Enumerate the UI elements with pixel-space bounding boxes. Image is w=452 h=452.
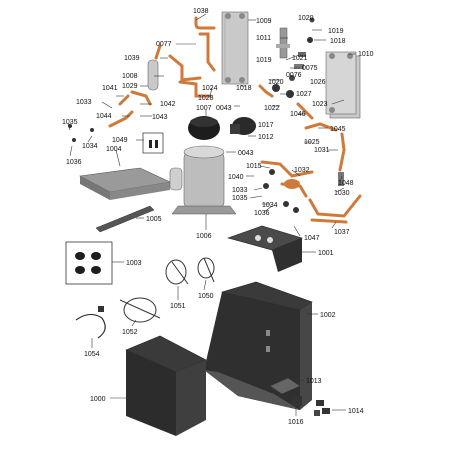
label-1035b: 1035 [232,195,248,202]
label-1022: 1022 [264,105,280,112]
label-1042: 1042 [160,101,176,108]
part-1016-bracket [292,396,302,406]
label-1004: 1004 [106,146,122,153]
label-1033a: 1033 [76,99,92,106]
label-1054: 1054 [84,351,100,358]
label-1032: 1032 [294,167,310,174]
label-1025: 1025 [304,139,320,146]
label-1036b: 1036 [254,210,270,217]
label-1041: 1041 [102,85,118,92]
part-1009-heat-exchanger [221,11,249,85]
part-1003-feet-box [65,241,113,285]
label-1007: 1007 [196,105,212,112]
label-1035a: 1035 [62,119,78,126]
label-0075: 0075 [302,65,318,72]
label-1040: 1040 [228,174,244,181]
label-1034a: 1034 [82,143,98,150]
cables [75,257,215,339]
label-1020: 1020 [298,15,314,22]
label-1000: 1000 [90,396,106,403]
label-1012: 1012 [258,134,274,141]
copper-pipes-top [108,16,346,172]
label-1052: 1052 [122,329,138,336]
label-1047: 1047 [304,235,320,242]
label-1039: 1039 [124,55,140,62]
label-1043: 1043 [152,114,168,121]
part-1005-strip [95,205,155,233]
part-1037-pipe [308,194,362,224]
label-1008: 1008 [122,73,138,80]
label-1026: 1026 [310,79,326,86]
label-1029: 1029 [122,83,138,90]
leader-lines [67,13,356,416]
label-1017: 1017 [258,122,274,129]
label-1002: 1002 [320,312,336,319]
label-1018: 1018 [330,38,346,45]
label-0077: 0077 [156,41,172,48]
label-1031: 1031 [314,147,330,154]
label-1009: 1009 [256,18,272,25]
part-1004-tray [79,167,172,200]
label-1006: 1006 [196,233,212,240]
part-1014-screws [314,400,330,416]
label-1001: 1001 [318,250,334,257]
label-1013: 1013 [306,378,322,385]
label-1038: 1038 [193,8,209,15]
label-0043a: 0043 [216,105,232,112]
label-1050: 1050 [198,293,214,300]
label-1016: 1016 [288,419,304,426]
label-1010: 1010 [358,51,374,58]
label-1049: 1049 [112,137,128,144]
part-1010-heat-exchanger [325,51,361,119]
part-1006-compressor [169,145,237,215]
label-0076: 0076 [286,72,302,79]
part-1000-front-panel [125,335,207,436]
label-1048: 1048 [338,180,354,187]
label-1024: 1024 [202,85,218,92]
label-1045: 1045 [330,126,346,133]
label-1023: 1023 [312,101,328,108]
part-labels: 1038 1009 1020 1019 1018 0077 1011 1010 … [62,8,374,426]
part-1012-pump [230,117,256,135]
label-1014: 1014 [348,408,364,415]
label-1018b: 1018 [236,85,252,92]
part-1008-receiver [147,59,159,91]
label-0043b: 0043 [238,150,254,157]
label-1019: 1019 [328,28,344,35]
label-1019b: 1019 [256,57,272,64]
label-1044: 1044 [96,113,112,120]
label-1034b: 1034 [262,202,278,209]
label-1021: 1021 [292,55,308,62]
part-1007-motor [188,116,220,140]
label-1020b: 1020 [268,79,284,86]
label-1036a: 1036 [66,159,82,166]
part-1002-housing [204,281,313,410]
label-1003: 1003 [126,260,142,267]
label-1015: 1015 [246,163,262,170]
label-1027: 1027 [296,91,312,98]
part-1032-pipe-assembly [260,160,314,213]
label-1046: 1046 [290,111,306,118]
label-1037: 1037 [334,229,350,236]
label-1033b: 1033 [232,187,248,194]
part-1049-box [142,132,164,154]
label-1005: 1005 [146,216,162,223]
label-1028: 1028 [198,95,214,102]
part-1001-panel [226,225,303,272]
part-1011-bracket [276,27,290,59]
label-1030: 1030 [334,190,350,197]
part-1013-plate [269,377,301,395]
label-1011: 1011 [256,35,271,42]
label-1051: 1051 [170,303,186,310]
